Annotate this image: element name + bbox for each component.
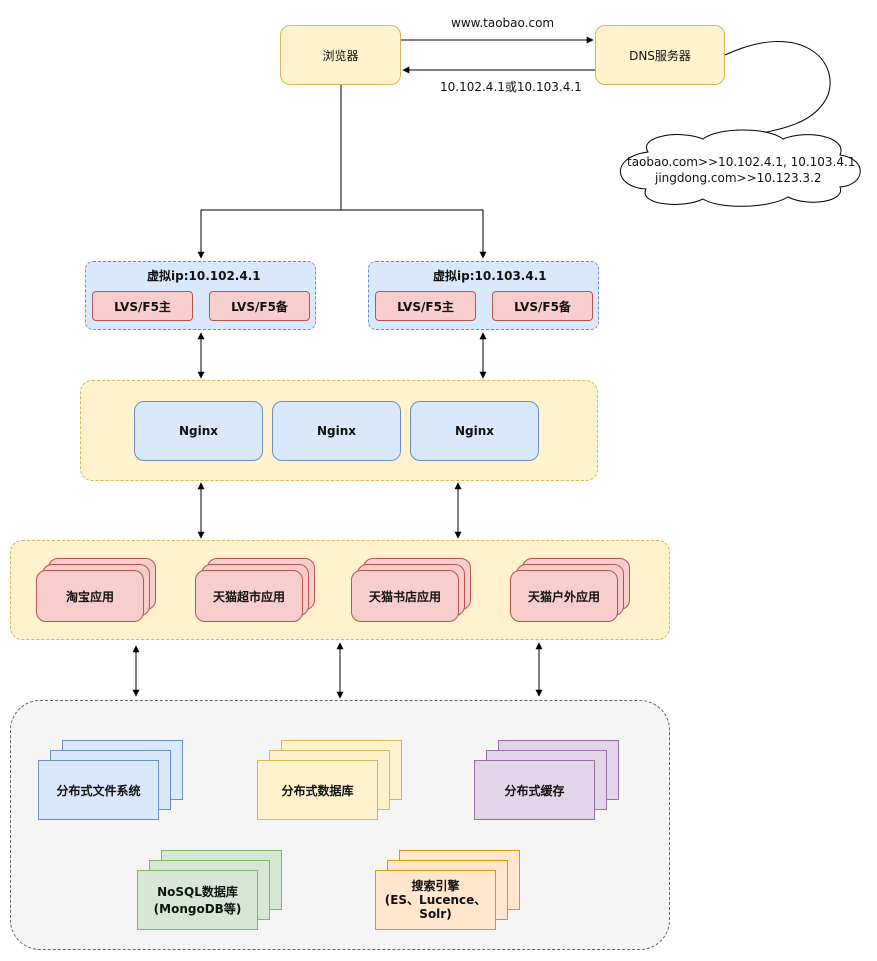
nginx-label: Nginx	[316, 424, 357, 438]
nginx-label: Nginx	[178, 424, 219, 438]
dns-record-2: jingdong.com>>10.123.3.2	[655, 171, 822, 185]
response-label: 10.102.4.1或10.103.4.1	[440, 80, 582, 94]
dns-record-1: taobao.com>>10.102.4.1, 10.103.4.1	[627, 155, 856, 169]
storage-label: 分布式缓存	[504, 783, 565, 798]
lvs-primary-label: LVS/F5主	[114, 299, 171, 314]
dns-curve	[724, 41, 831, 141]
lvs-group-1-title: 虚拟ip:10.102.4.1	[147, 269, 261, 283]
storage-label: 搜索引擎	[411, 879, 460, 893]
storage-label: 分布式数据库	[281, 783, 354, 798]
storage-label: NoSQL数据库	[157, 885, 238, 899]
app-taobao: 淘宝应用	[36, 570, 144, 622]
search-engine: 搜索引擎 (ES、Lucence、 Solr)	[375, 870, 496, 930]
dns-server-label: DNS服务器	[629, 48, 691, 63]
browser-to-lvs	[197, 85, 342, 259]
distributed-cache: 分布式缓存	[474, 760, 595, 820]
browser-label: 浏览器	[322, 48, 359, 63]
app-label: 天猫户外应用	[527, 589, 600, 604]
request-label: www.taobao.com	[451, 16, 555, 30]
browser-node: 浏览器	[280, 25, 401, 85]
storage-sublabel: (MongoDB等)	[153, 902, 242, 916]
nginx-node-2: Nginx	[272, 401, 401, 461]
app-label: 天猫书店应用	[368, 589, 441, 604]
nosql-database: NoSQL数据库 (MongoDB等)	[137, 870, 258, 930]
lvs-primary-label: LVS/F5主	[397, 299, 454, 314]
app-label: 淘宝应用	[65, 589, 114, 604]
storage-sublabel: Solr)	[419, 907, 452, 921]
lvs-group-2-primary: LVS/F5主	[375, 291, 476, 321]
nginx-node-1: Nginx	[134, 401, 263, 461]
lvs-group-2-title: 虚拟ip:10.103.4.1	[433, 269, 547, 283]
nginx-node-3: Nginx	[410, 401, 539, 461]
dns-cloud	[620, 129, 861, 207]
distributed-file-system: 分布式文件系统	[38, 760, 159, 820]
app-label: 天猫超市应用	[212, 589, 285, 604]
app-tmall-supermarket: 天猫超市应用	[195, 570, 303, 622]
nginx-label: Nginx	[454, 424, 495, 438]
lvs-group-2-backup: LVS/F5备	[492, 291, 593, 321]
storage-layer	[10, 700, 670, 950]
storage-sublabel: (ES、Lucence、	[384, 893, 487, 907]
app-tmall-bookstore: 天猫书店应用	[351, 570, 459, 622]
app-tmall-outdoor: 天猫户外应用	[510, 570, 618, 622]
lvs-backup-label: LVS/F5备	[514, 299, 571, 314]
lvs-group-1-backup: LVS/F5备	[209, 291, 310, 321]
distributed-database: 分布式数据库	[257, 760, 378, 820]
lvs-group-1-primary: LVS/F5主	[92, 291, 193, 321]
lvs-backup-label: LVS/F5备	[231, 299, 288, 314]
dns-server-node: DNS服务器	[595, 25, 725, 85]
storage-label: 分布式文件系统	[56, 783, 141, 798]
